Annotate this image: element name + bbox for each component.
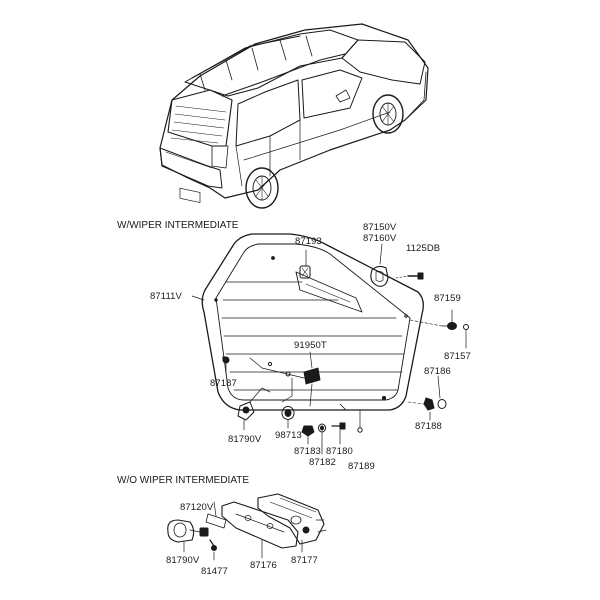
part-label: 87180 [326, 446, 353, 457]
part-87183-87182-87180 [301, 422, 346, 455]
section-heading-without-wiper: W/O WIPER INTERMEDIATE [117, 475, 250, 486]
part-98713-grommet [281, 406, 295, 429]
part-81477-screw [209, 539, 217, 561]
part-label: 81790V [166, 555, 200, 566]
part-label: 87193 [295, 236, 322, 247]
part-label: 98713 [275, 430, 302, 441]
part-87186-87188 [407, 375, 447, 421]
part-label: 87186 [424, 366, 451, 377]
vehicle-illustration [159, 23, 429, 209]
part-87187 [222, 356, 230, 375]
part-87177-bracket [257, 493, 327, 553]
part-label: 87111V [150, 291, 182, 302]
part-label: 87120V [180, 502, 214, 513]
part-label: 87176 [250, 560, 277, 571]
section-heading-with-wiper: W/WIPER INTERMEDIATE [117, 220, 239, 231]
part-label: 87159 [434, 293, 461, 304]
part-label: 81790V [228, 434, 262, 445]
part-87120v-garnish [205, 501, 227, 529]
tailgate-glass [201, 233, 424, 433]
part-label: 87183 [294, 446, 321, 457]
part-label: 91950T [294, 340, 327, 351]
part-label: 87177 [291, 555, 318, 566]
part-label: 1125DB [406, 243, 441, 254]
part-87176-trim [221, 501, 299, 559]
leader-87111v [191, 295, 205, 301]
part-label: 81477 [201, 566, 228, 577]
part-87193-clip [299, 249, 311, 279]
part-87150v-emblem [370, 243, 389, 287]
part-label: 87189 [348, 461, 375, 472]
part-label: 87182 [309, 457, 336, 468]
part-87159-87157 [409, 309, 469, 349]
part-1125db-bolt [395, 272, 424, 280]
part-label: 87160V [363, 233, 397, 244]
part-label: 87157 [444, 351, 471, 362]
part-81790v-cap-bottom [167, 519, 209, 553]
part-91950t-connector [249, 351, 321, 407]
part-label: 87150V [363, 222, 397, 233]
part-label: 87187 [210, 378, 237, 389]
part-81790v-actuator-top [237, 387, 271, 431]
part-label: 87188 [415, 421, 442, 432]
